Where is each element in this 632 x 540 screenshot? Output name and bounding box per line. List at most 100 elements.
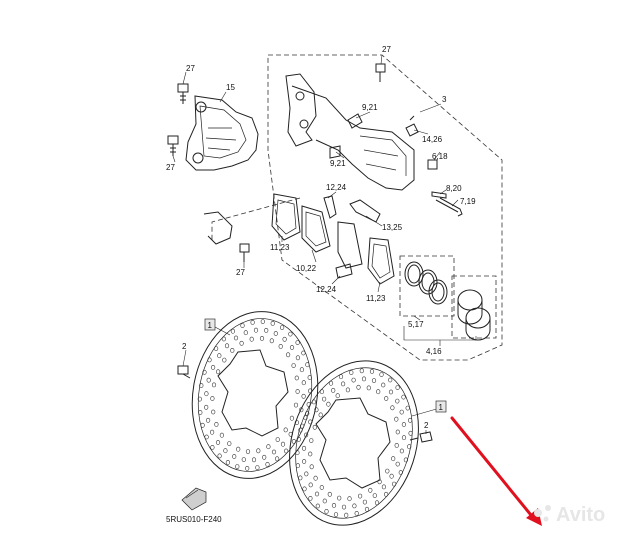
- disc-drill-hole: [399, 448, 405, 454]
- brake-disc-left: [191, 311, 319, 479]
- disc-drill-hole: [309, 464, 314, 470]
- disc-drill-hole: [262, 454, 267, 460]
- disc-drill-hole: [356, 384, 361, 390]
- disc-drill-hole: [379, 372, 384, 377]
- screw-14-26: [405, 115, 419, 137]
- disc-drill-hole: [395, 385, 400, 390]
- callout-6-18: 6,18: [432, 152, 448, 161]
- callout-3: 3: [442, 95, 447, 104]
- disc-drill-hole: [210, 396, 215, 401]
- disc-drill-hole: [235, 464, 240, 469]
- brake-disc-right: [289, 360, 419, 526]
- callout-1-left: 1: [208, 321, 213, 330]
- disc-drill-hole: [313, 475, 318, 481]
- callout-15: 15: [226, 83, 235, 92]
- callout-11-23-right: 11,23: [366, 294, 386, 303]
- disc-drill-hole: [341, 381, 346, 387]
- disc-drill-hole: [333, 512, 339, 517]
- disc-drill-hole: [390, 405, 395, 411]
- disc-drill-hole: [308, 419, 313, 425]
- disc-drill-hole: [197, 396, 202, 402]
- disc-drill-hole: [289, 345, 295, 350]
- disc-drill-hole: [206, 417, 211, 423]
- disc-drill-hole: [401, 394, 406, 400]
- disc-drill-hole: [215, 440, 221, 445]
- disc-drill-hole: [275, 456, 280, 462]
- disc-drill-hole: [395, 398, 400, 404]
- disc-drill-hole: [401, 422, 407, 427]
- disc-drill-hole: [233, 335, 239, 341]
- disc-drill-hole: [300, 423, 305, 429]
- disc-drill-hole: [311, 399, 317, 405]
- callout-1-left-box: 1: [204, 318, 216, 331]
- disc-drill-hole: [293, 402, 299, 408]
- disc-drill-hole: [204, 404, 209, 410]
- cap-6-18: [427, 159, 438, 170]
- callout-13-25: 13,25: [382, 223, 403, 232]
- disc-drill-hole: [214, 346, 219, 351]
- disc-drill-hole: [245, 449, 251, 454]
- disc-drill-hole: [403, 457, 409, 463]
- disc-drill-hole: [221, 336, 226, 342]
- disc-drill-hole: [319, 389, 325, 395]
- disc-drill-hole: [255, 465, 260, 470]
- disc-drill-hole: [302, 486, 307, 492]
- fwd-arrow-icon: [181, 487, 207, 511]
- shim-plate: [337, 221, 363, 269]
- callout-1-right-box: 1: [435, 400, 447, 413]
- disc-drill-hole: [282, 336, 287, 342]
- disc-drill-hole: [407, 444, 412, 450]
- disc-drill-hole: [224, 343, 230, 349]
- disc-drill-hole: [388, 377, 393, 383]
- disc-drill-hole: [351, 377, 356, 383]
- disc-drill-hole: [301, 380, 306, 386]
- disc-drill-hole: [314, 491, 320, 497]
- disc-drill-hole: [314, 407, 319, 413]
- disc-drill-hole: [264, 327, 269, 333]
- disc-drill-hole: [211, 364, 216, 370]
- disc-drill-hole: [398, 470, 403, 475]
- disc-drill-hole: [278, 343, 283, 349]
- pad-11-23-right: [367, 237, 395, 285]
- disc-drill-hole: [399, 409, 404, 415]
- disc-drill-hole: [394, 416, 399, 422]
- disc-drill-hole: [345, 387, 351, 393]
- disc-drill-hole: [305, 362, 310, 368]
- disc-drill-hole: [384, 396, 389, 401]
- disc-drill-hole: [219, 432, 224, 438]
- disc-drill-hole: [249, 336, 254, 342]
- disc-drill-hole: [312, 424, 317, 430]
- disc-drill-hole: [361, 376, 367, 382]
- disc-drill-hole: [270, 320, 275, 326]
- disc-drill-hole: [198, 410, 203, 415]
- piston-kit-box: [451, 275, 497, 341]
- disc-drill-hole: [294, 375, 299, 381]
- disc-drill-hole: [326, 401, 331, 407]
- callout-1-right: 1: [439, 403, 444, 412]
- disc-drill-hole: [344, 512, 349, 518]
- disc-drill-hole: [232, 454, 237, 459]
- disc-drill-hole: [207, 357, 212, 363]
- disc-drill-hole: [214, 421, 219, 427]
- disc-drill-hole: [239, 340, 244, 346]
- disc-drill-hole: [210, 429, 215, 435]
- disc-drill-hole: [352, 503, 357, 509]
- disc-drill-hole: [347, 496, 352, 502]
- leader-lines: [172, 54, 459, 434]
- disc-drill-hole: [322, 396, 327, 402]
- disc-drill-hole: [295, 340, 300, 345]
- disc-drill-hole: [304, 471, 309, 477]
- disc-drill-hole: [349, 370, 354, 375]
- disc-drill-hole: [392, 481, 397, 487]
- disc-bolt-2-left: [177, 365, 191, 379]
- disc-drill-hole: [245, 465, 250, 471]
- disc-drill-hole: [284, 448, 289, 454]
- disc-drill-hole: [341, 504, 347, 510]
- disc-drill-hole: [354, 511, 359, 516]
- disc-drill-hole: [271, 449, 277, 455]
- disc-drill-hole: [253, 327, 259, 333]
- disc-drill-hole: [408, 417, 413, 423]
- bolt-27-bottom: [239, 243, 250, 262]
- disc-drill-hole: [225, 459, 230, 465]
- disc-drill-hole: [241, 457, 246, 462]
